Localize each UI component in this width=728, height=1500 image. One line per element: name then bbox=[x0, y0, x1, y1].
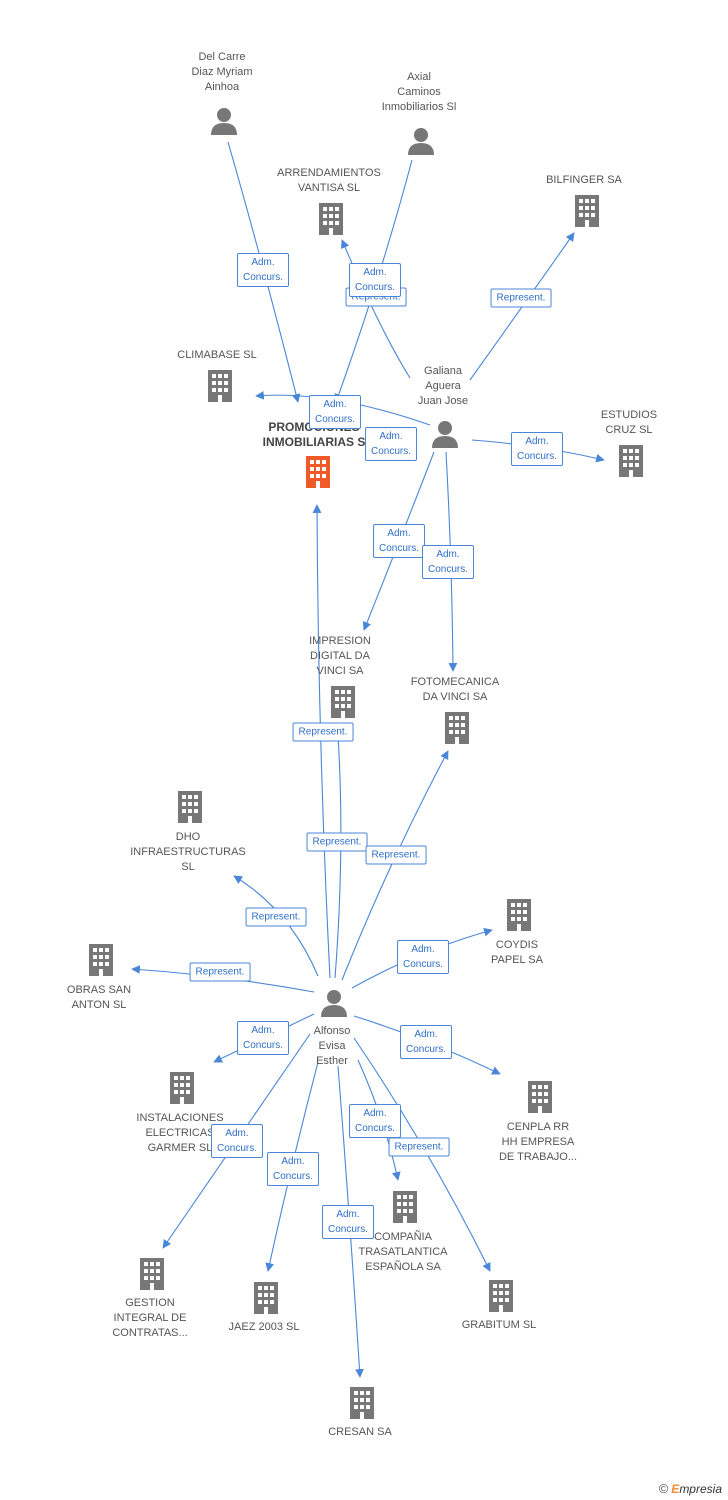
edge-label-adm-concurs: Adm. Concurs. bbox=[308, 395, 362, 429]
building-icon-main[interactable] bbox=[303, 454, 333, 490]
edge-label-adm-concurs: Adm. Concurs. bbox=[372, 524, 426, 558]
building-icon-bilfinger[interactable] bbox=[572, 193, 602, 229]
person-icon-axial[interactable] bbox=[406, 126, 436, 156]
node-impresion-label[interactable]: IMPRESION DIGITAL DA VINCI SA bbox=[309, 635, 371, 677]
edge-label-adm-concurs: Adm. Concurs. bbox=[364, 427, 418, 461]
node-axial-label[interactable]: Axial Caminos Inmobiliarios Sl bbox=[381, 71, 457, 113]
edge-label-adm-concurs: Adm. Concurs. bbox=[236, 253, 290, 287]
edge-label-represent: Represent. bbox=[189, 962, 251, 982]
building-icon-cenpla[interactable] bbox=[525, 1079, 555, 1115]
edge-label-adm-concurs: Adm. Concurs. bbox=[321, 1205, 375, 1239]
node-climabase-label[interactable]: CLIMABASE SL bbox=[177, 349, 257, 361]
building-icon-compania[interactable] bbox=[390, 1189, 420, 1225]
edge-label-adm-concurs: Adm. Concurs. bbox=[348, 1104, 402, 1138]
person-icon-delcarre[interactable] bbox=[209, 106, 239, 136]
edge-label-represent: Represent. bbox=[245, 907, 307, 927]
building-icon-cresan[interactable] bbox=[347, 1385, 377, 1421]
node-cenpla-label[interactable]: CENPLA RR HH EMPRESA DE TRABAJO... bbox=[498, 1121, 578, 1163]
brand-initial: E bbox=[671, 1482, 680, 1496]
person-icon-galiana[interactable] bbox=[430, 419, 460, 449]
building-icon-coydis[interactable] bbox=[504, 897, 534, 933]
building-icon-jaez[interactable] bbox=[251, 1280, 281, 1316]
node-alfonso-label[interactable]: Alfonso Evisa Esther bbox=[313, 1025, 351, 1067]
person-icon-alfonso[interactable] bbox=[319, 988, 349, 1018]
node-galiana-label[interactable]: Galiana Aguera Juan Jose bbox=[417, 365, 469, 407]
edge-label-adm-concurs: Adm. Concurs. bbox=[266, 1152, 320, 1186]
building-icon-climabase[interactable] bbox=[205, 368, 235, 404]
building-icon-estudios[interactable] bbox=[616, 443, 646, 479]
edge-galiana-arrendamientos bbox=[341, 239, 411, 379]
building-icon-gestion[interactable] bbox=[137, 1256, 167, 1292]
node-arrendamientos-label[interactable]: ARRENDAMIENTOS VANTISA SL bbox=[277, 167, 381, 194]
node-bilfinger-label[interactable]: BILFINGER SA bbox=[546, 174, 622, 186]
node-grabitum-label[interactable]: GRABITUM SL bbox=[461, 1319, 537, 1331]
node-obras-label[interactable]: OBRAS SAN ANTON SL bbox=[66, 984, 132, 1011]
node-coydis-label[interactable]: COYDIS PAPEL SA bbox=[491, 939, 543, 966]
building-icon-dho[interactable] bbox=[175, 789, 205, 825]
edge-alfonso-main bbox=[312, 504, 331, 979]
node-instalaciones-label[interactable]: INSTALACIONES ELECTRICAS GARMER SL bbox=[136, 1112, 224, 1154]
edge-galiana-bilfinger bbox=[469, 232, 575, 381]
edge-label-represent: Represent. bbox=[490, 288, 552, 308]
building-icon-impresion[interactable] bbox=[328, 684, 358, 720]
edge-label-represent: Represent. bbox=[306, 832, 368, 852]
copyright-icon: © bbox=[658, 1481, 669, 1496]
edge-label-represent: Represent. bbox=[292, 722, 354, 742]
edge-label-represent: Represent. bbox=[365, 845, 427, 865]
brand-logo[interactable]: ©Empresia bbox=[659, 1481, 722, 1496]
node-estudios-label[interactable]: ESTUDIOS CRUZ SL bbox=[600, 409, 658, 436]
building-icon-arrendamientos[interactable] bbox=[316, 201, 346, 237]
edge-label-adm-concurs: Adm. Concurs. bbox=[210, 1124, 264, 1158]
node-cresan-label[interactable]: CRESAN SA bbox=[328, 1426, 392, 1438]
edge-label-adm-concurs: Adm. Concurs. bbox=[396, 940, 450, 974]
edge-alfonso-impresion bbox=[334, 734, 342, 979]
building-icon-fotomecanica[interactable] bbox=[442, 710, 472, 746]
edge-label-adm-concurs: Adm. Concurs. bbox=[236, 1021, 290, 1055]
building-icon-instalaciones[interactable] bbox=[167, 1070, 197, 1106]
node-gestion-label[interactable]: GESTION INTEGRAL DE CONTRATAS... bbox=[112, 1297, 188, 1339]
node-delcarre-label[interactable]: Del Carre Diaz Myriam Ainhoa bbox=[191, 51, 253, 93]
building-icon-obras[interactable] bbox=[86, 942, 116, 978]
edge-label-adm-concurs: Adm. Concurs. bbox=[510, 432, 564, 466]
building-icon-grabitum[interactable] bbox=[486, 1278, 516, 1314]
edge-label-adm-concurs: Adm. Concurs. bbox=[348, 263, 402, 297]
edge-label-adm-concurs: Adm. Concurs. bbox=[421, 545, 475, 579]
node-dho-label[interactable]: DHO INFRAESTRUCTURAS SL bbox=[130, 831, 246, 873]
node-jaez-label[interactable]: JAEZ 2003 SL bbox=[228, 1321, 300, 1333]
edge-label-adm-concurs: Adm. Concurs. bbox=[399, 1025, 453, 1059]
edge-label-represent: Represent. bbox=[388, 1137, 450, 1157]
node-fotomecanica-label[interactable]: FOTOMECANICA DA VINCI SA bbox=[410, 676, 500, 703]
node-compania-label[interactable]: COMPAÑIA TRASATLANTICA ESPAÑOLA SA bbox=[358, 1231, 448, 1273]
brand-name: mpresia bbox=[679, 1482, 722, 1496]
